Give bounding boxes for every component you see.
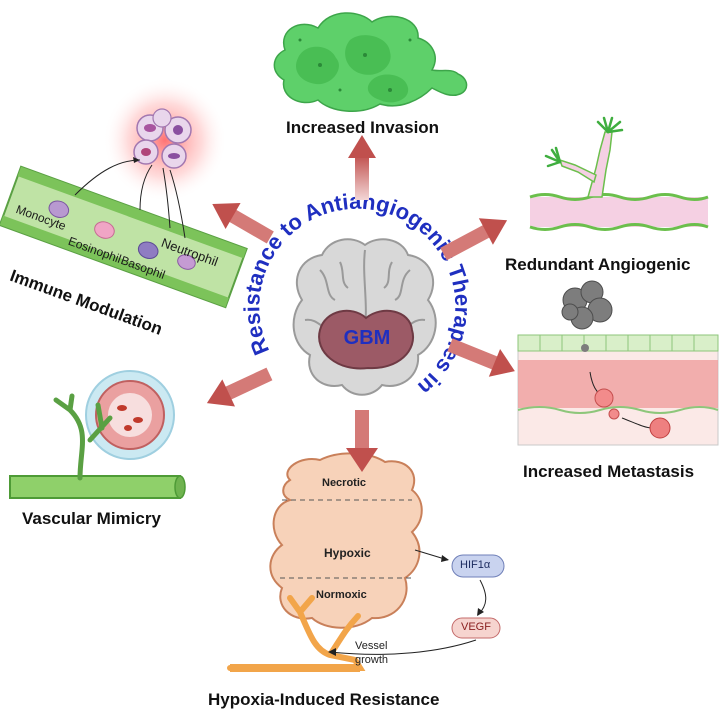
invasion-cells-illustration [273, 12, 468, 112]
title-increased-metastasis: Increased Metastasis [523, 462, 695, 481]
metastasis-vessel-illustration [517, 280, 719, 446]
vessel-growth-line2: growth [355, 654, 389, 666]
brain-illustration [292, 238, 437, 396]
title-vascular-mimicry: Vascular Mimicry [22, 509, 161, 528]
zone-hypoxic: Hypoxic [324, 546, 371, 560]
hypoxia-tumor-illustration [227, 452, 505, 672]
vascular-mimicry-illustration [9, 370, 186, 499]
arrows [206, 135, 515, 472]
zone-necrotic: Necrotic [322, 477, 367, 489]
arrow-to-invasion [348, 135, 376, 200]
arrow-to-metastasis [447, 338, 515, 377]
arrow-to-mimicry [206, 367, 273, 407]
arrow-to-hypoxia [346, 410, 378, 472]
hif1a-tag: HIF1α [460, 559, 491, 571]
vegf-tag: VEGF [461, 621, 491, 633]
title-increased-invasion: Increased Invasion [286, 118, 440, 137]
arrow-to-immune [212, 203, 274, 244]
arrow-to-angiogenic [440, 218, 508, 261]
zone-normoxic: Normoxic [316, 589, 367, 601]
vessel-growth-line1: Vessel [355, 640, 388, 652]
title-redundant-angiogenic: Redundant Angiogenic [505, 255, 691, 274]
immune-modulation-illustration [0, 78, 248, 309]
title-hypoxia-resistance: Hypoxia-Induced Resistance [208, 690, 440, 709]
gbm-core-label: GBM [344, 327, 391, 349]
angiogenic-sprout-illustration [529, 116, 709, 231]
